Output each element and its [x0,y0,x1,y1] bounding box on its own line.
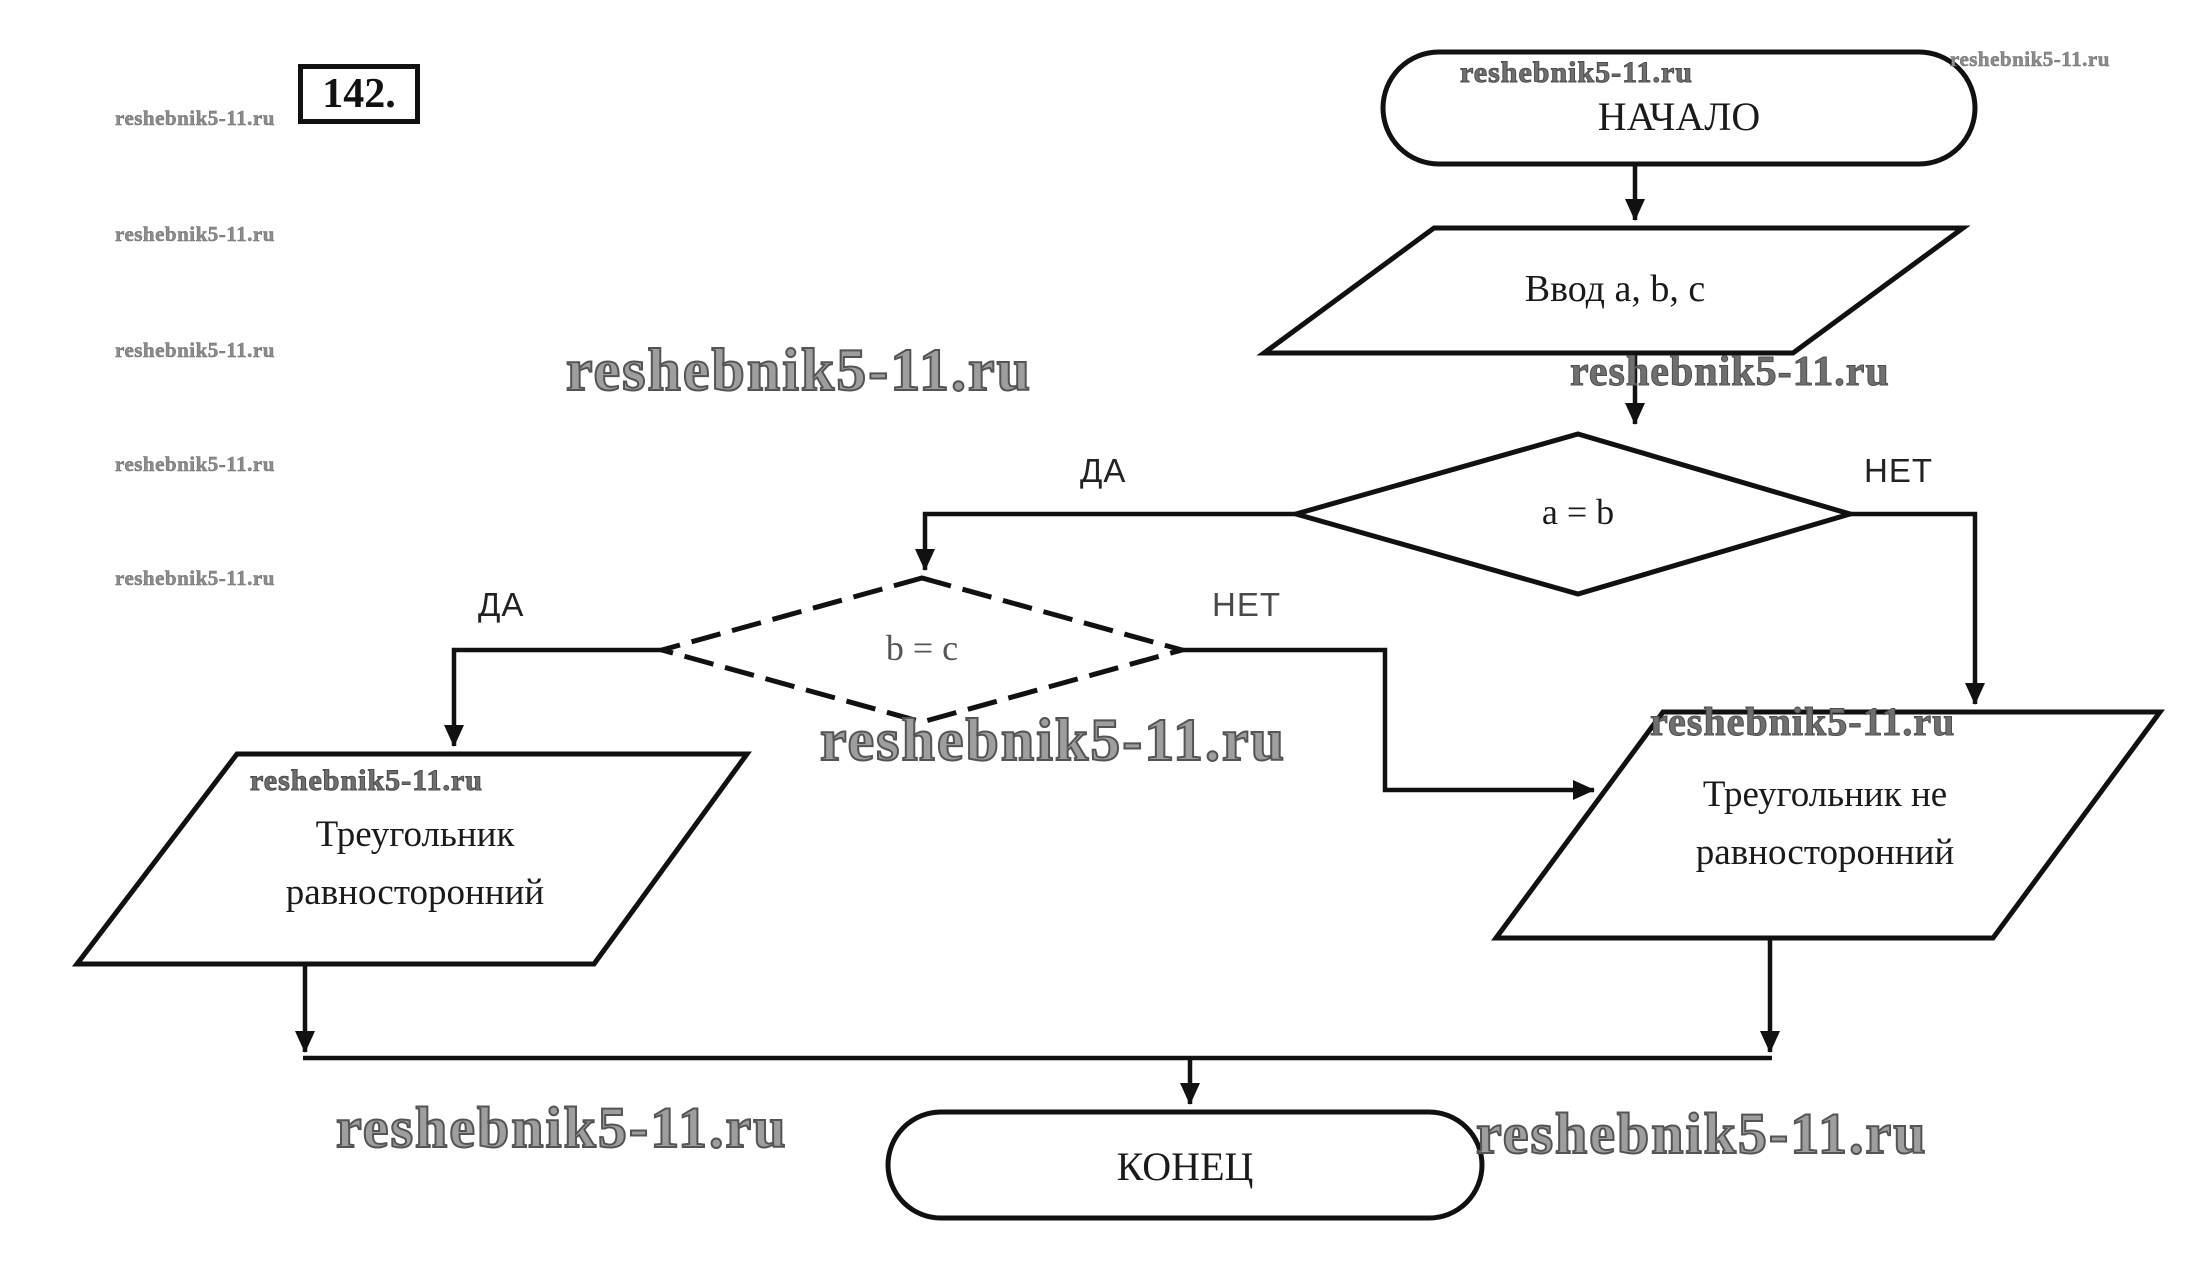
output-not-equilateral-shape [1491,709,2165,941]
watermark: reshebnik5-11.ru [565,336,1032,404]
watermark: reshebnik5-11.ru [1950,47,2110,72]
output-not-equilateral-line1: Треугольник не [1702,774,1948,815]
watermark: reshebnik5-11.ru [1570,349,1890,396]
problem-number-box: 142. [298,64,420,124]
output-equilateral-shape [71,751,752,967]
watermark: reshebnik5-11.ru [115,566,275,591]
watermark: reshebnik5-11.ru [115,222,275,247]
watermark: reshebnik5-11.ru [1649,699,1956,745]
decision-bc-label: b = c [885,628,959,668]
decision-ab-label: a = b [1541,492,1615,532]
decision-a-equals-b-shape [1286,431,1859,597]
start-label: НАЧАЛО [1597,94,1761,139]
branch-bc-no-label: НЕТ [1212,586,1281,623]
end-label: КОНЕЦ [1116,1144,1254,1189]
output-not-equilateral-line2: равносторонний [1695,832,1955,873]
output-equilateral-line1: Треугольник [315,814,515,855]
watermark: reshebnik5-11.ru [115,106,275,131]
branch-ab-yes-label: ДА [1080,452,1127,489]
watermark: reshebnik5-11.ru [1475,1100,1928,1167]
watermark: reshebnik5-11.ru [1460,56,1693,90]
output-equilateral-line2: равносторонний [285,872,545,913]
connector-ab-no-to-not-equilateral [1850,511,1985,705]
start-terminator-shape [1380,49,1978,167]
connector-bc-no-to-not-equilateral [1182,647,1595,800]
branch-bc-yes-label: ДА [478,586,525,623]
decision-b-equals-c-shape [652,575,1192,725]
watermark: reshebnik5-11.ru [819,706,1286,774]
branch-ab-no-label: НЕТ [1864,452,1933,489]
input-parallelogram-shape [1256,225,1971,356]
watermark: reshebnik5-11.ru [115,452,275,477]
connector-ab-yes-to-decision-bc [915,511,1296,571]
watermark: reshebnik5-11.ru [250,764,483,798]
connector-bc-yes-to-equilateral [444,647,662,747]
end-terminator-shape [885,1109,1485,1221]
watermark: reshebnik5-11.ru [115,338,275,363]
watermark: reshebnik5-11.ru [335,1094,788,1161]
input-label: Ввод a, b, c [1524,268,1706,310]
